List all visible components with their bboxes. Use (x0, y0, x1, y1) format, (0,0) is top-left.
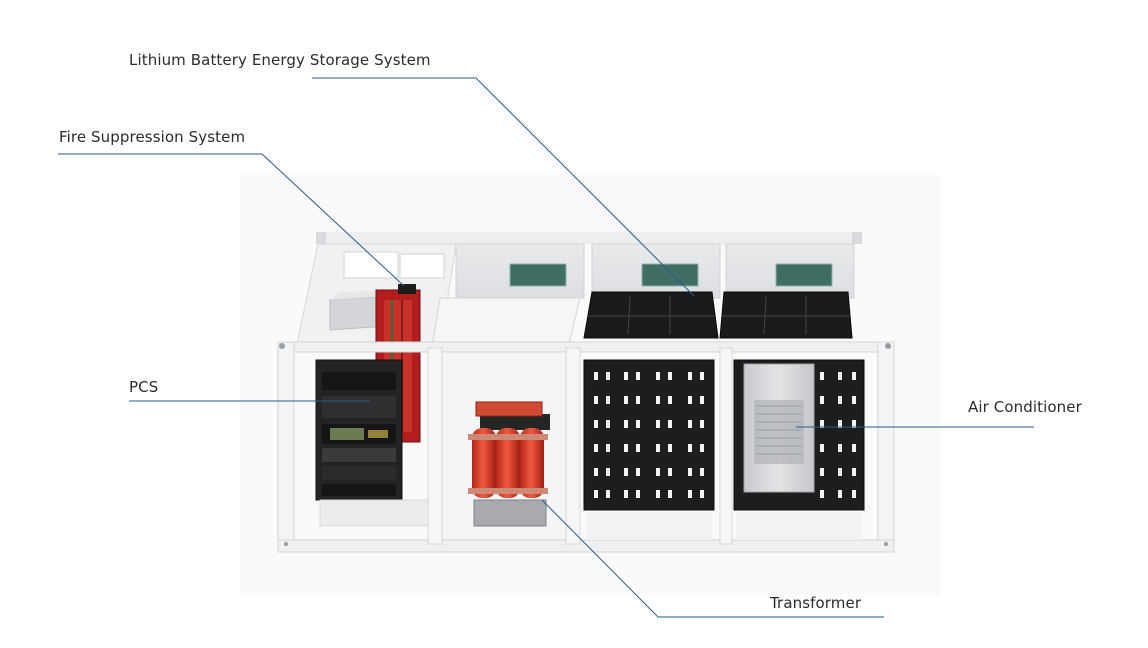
vent-icon (775, 263, 833, 287)
container-back-frame (316, 232, 862, 299)
pcs-label: PCS (129, 378, 159, 396)
vent-icon (641, 263, 699, 287)
air-conditioner-label: Air Conditioner (968, 398, 1082, 416)
leader-lines (58, 77, 1034, 618)
battery-rack-tops (583, 291, 853, 339)
battery-rack-front (583, 359, 715, 540)
container-front-frame (277, 341, 895, 553)
leader-line-lithium (312, 77, 695, 297)
leader-line-fire (58, 153, 405, 287)
pcs-rack (315, 359, 403, 501)
transformer-bay (431, 297, 581, 541)
fire-suppression-label: Fire Suppression System (59, 128, 246, 146)
transformer-label: Transformer (770, 594, 862, 612)
leader-line-transformer (541, 499, 884, 618)
air-conditioner-unit (743, 363, 815, 493)
vent-icon (509, 263, 567, 287)
left-compartment (295, 243, 457, 527)
battery-rack-ac (733, 359, 865, 540)
transformer (468, 401, 550, 527)
lithium-battery-label: Lithium Battery Energy Storage System (129, 51, 431, 69)
